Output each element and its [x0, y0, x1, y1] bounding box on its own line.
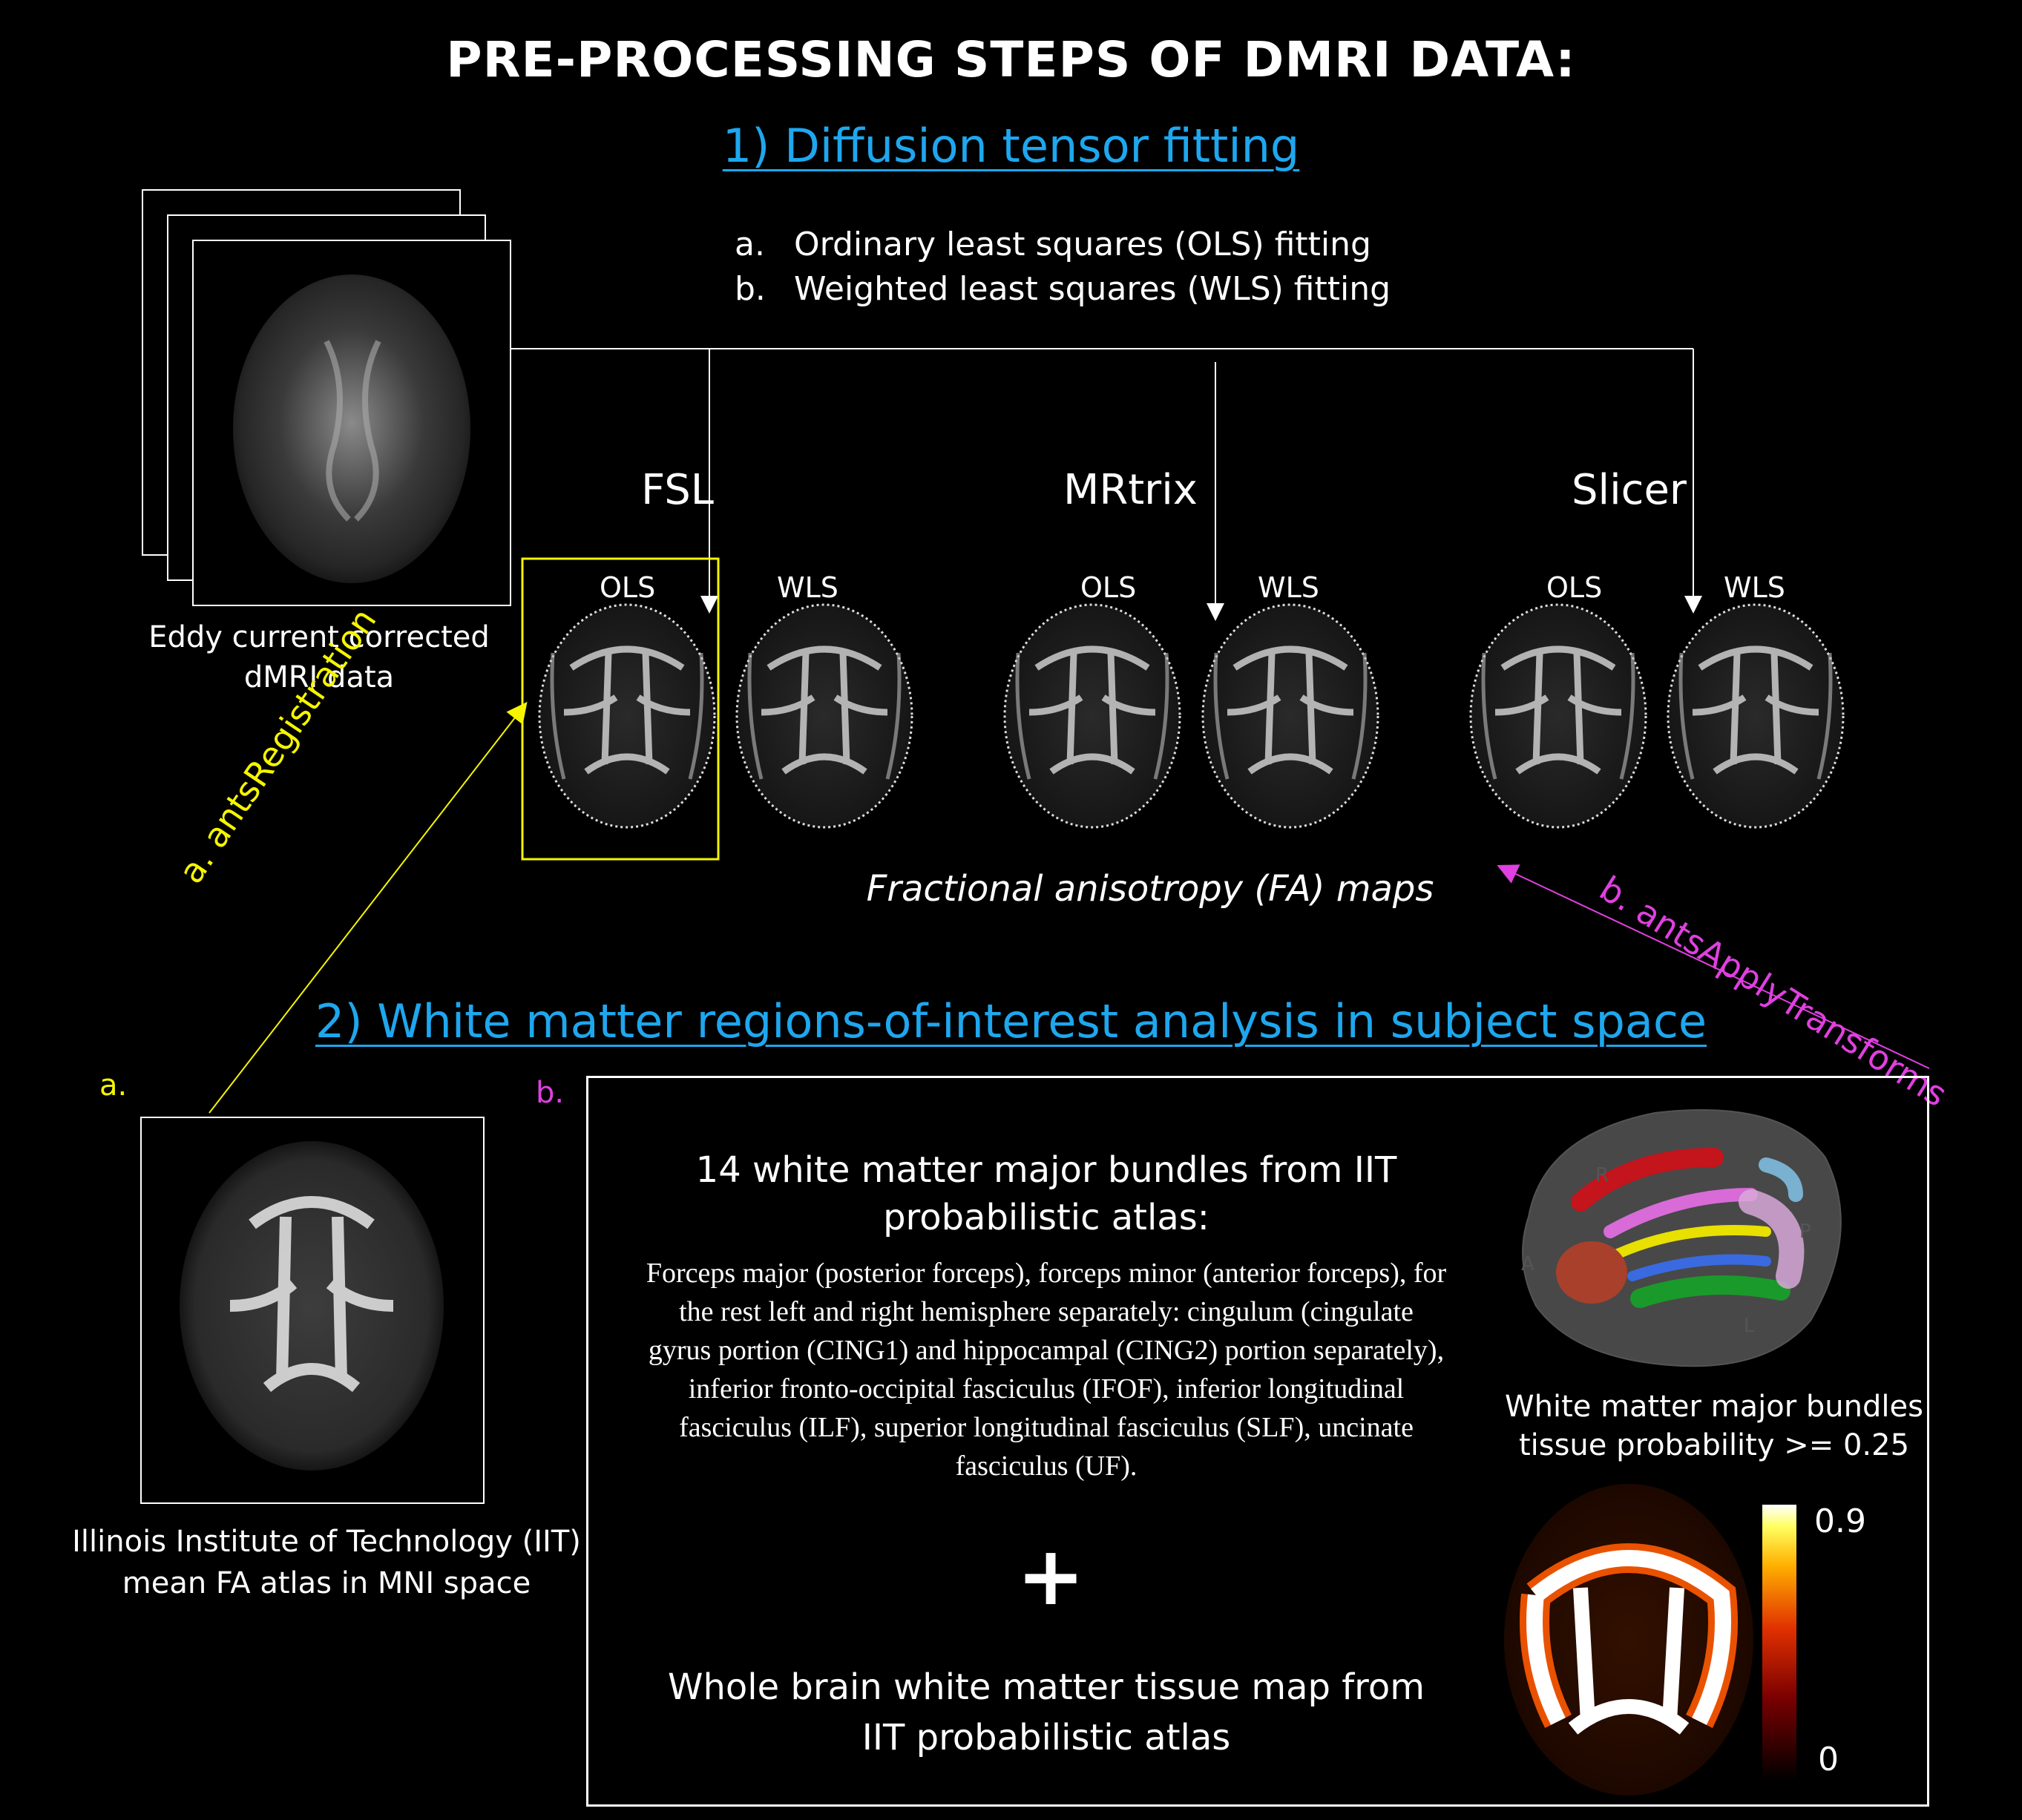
method-item: b.Weighted least squares (WLS) fitting — [735, 267, 1391, 312]
fa-maps — [539, 605, 1843, 827]
step1-heading: 1) Diffusion tensor fitting — [0, 119, 2022, 173]
fsl-ols-label: OLS — [600, 571, 655, 604]
colorbar-min-label: 0 — [1818, 1741, 1839, 1778]
iit-atlas-image — [141, 1117, 484, 1503]
bundles-description: Forceps major (posterior forceps), force… — [646, 1254, 1447, 1485]
dmri-stack — [142, 190, 511, 605]
mrtrix-wls-label: WLS — [1258, 571, 1319, 604]
plus-sign: + — [1017, 1528, 1085, 1623]
fitting-methods: a.Ordinary least squares (OLS) fitting b… — [735, 223, 1391, 312]
step2-heading: 2) White matter regions-of-interest anal… — [0, 994, 2022, 1048]
wholebrain-text: Whole brain white matter tissue map from… — [653, 1662, 1440, 1763]
tool-fsl: FSL — [641, 466, 714, 514]
mrtrix-ols-label: OLS — [1080, 571, 1136, 604]
atlas-caption: Illinois Institute of Technology (IIT) m… — [45, 1521, 608, 1604]
page-title: PRE-PROCESSING STEPS OF DMRI DATA: — [0, 31, 2022, 88]
fsl-wls-label: WLS — [777, 571, 838, 604]
slicer-ols-label: OLS — [1546, 571, 1602, 604]
slicer-wls-label: WLS — [1724, 571, 1785, 604]
bundles-heading: 14 white matter major bundles from IIT p… — [653, 1146, 1440, 1241]
fa-maps-caption: Fractional anisotropy (FA) maps — [779, 868, 1521, 910]
bundles-render-caption: White matter major bundles tissue probab… — [1499, 1387, 1929, 1465]
panel-b-label: b. — [536, 1076, 564, 1110]
tool-mrtrix: MRtrix — [1063, 466, 1198, 514]
colorbar-max-label: 0.9 — [1814, 1502, 1866, 1540]
panel-a-label: a. — [99, 1068, 127, 1103]
method-item: a.Ordinary least squares (OLS) fitting — [735, 223, 1391, 267]
tool-slicer: Slicer — [1572, 466, 1687, 514]
